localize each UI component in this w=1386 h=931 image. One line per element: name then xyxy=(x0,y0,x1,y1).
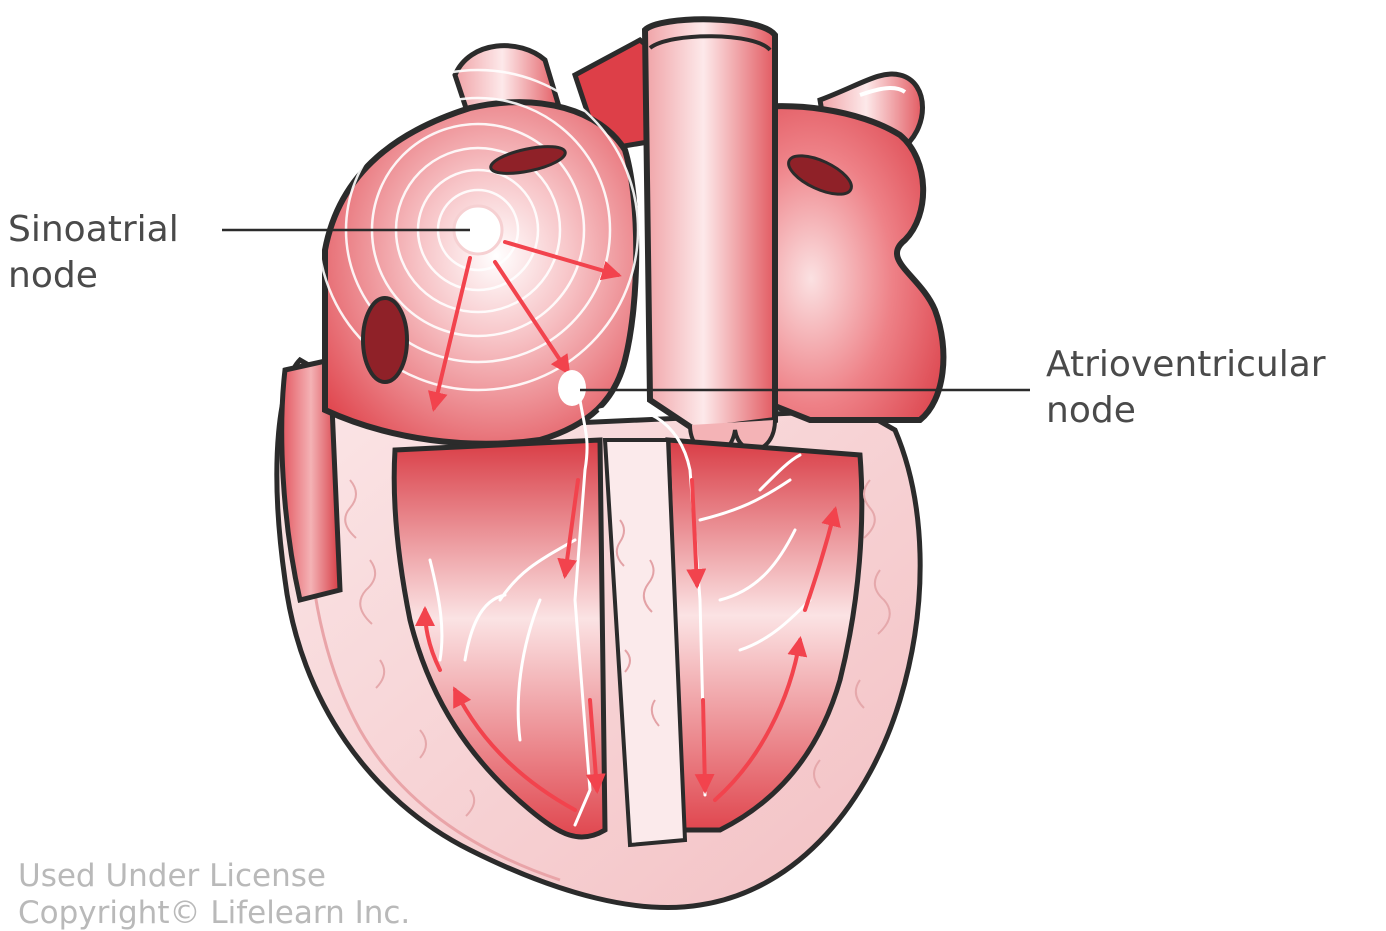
atrioventricular-node xyxy=(558,370,586,406)
copyright-watermark: Copyright© Lifelearn Inc. xyxy=(18,895,410,931)
license-watermark: Used Under License xyxy=(18,858,326,894)
sinoatrial-label-line2: node xyxy=(8,253,179,299)
atrioventricular-label-line2: node xyxy=(1046,388,1326,434)
atrioventricular-label-line1: Atrioventricular xyxy=(1046,342,1326,388)
aorta xyxy=(645,19,775,454)
sinoatrial-label-line1: Sinoatrial xyxy=(8,207,179,253)
atrioventricular-node-label: Atrioventricular node xyxy=(1046,342,1326,434)
arrow-left-apex xyxy=(703,700,705,790)
right-atrium xyxy=(318,70,638,444)
sinoatrial-node-label: Sinoatrial node xyxy=(8,207,179,299)
